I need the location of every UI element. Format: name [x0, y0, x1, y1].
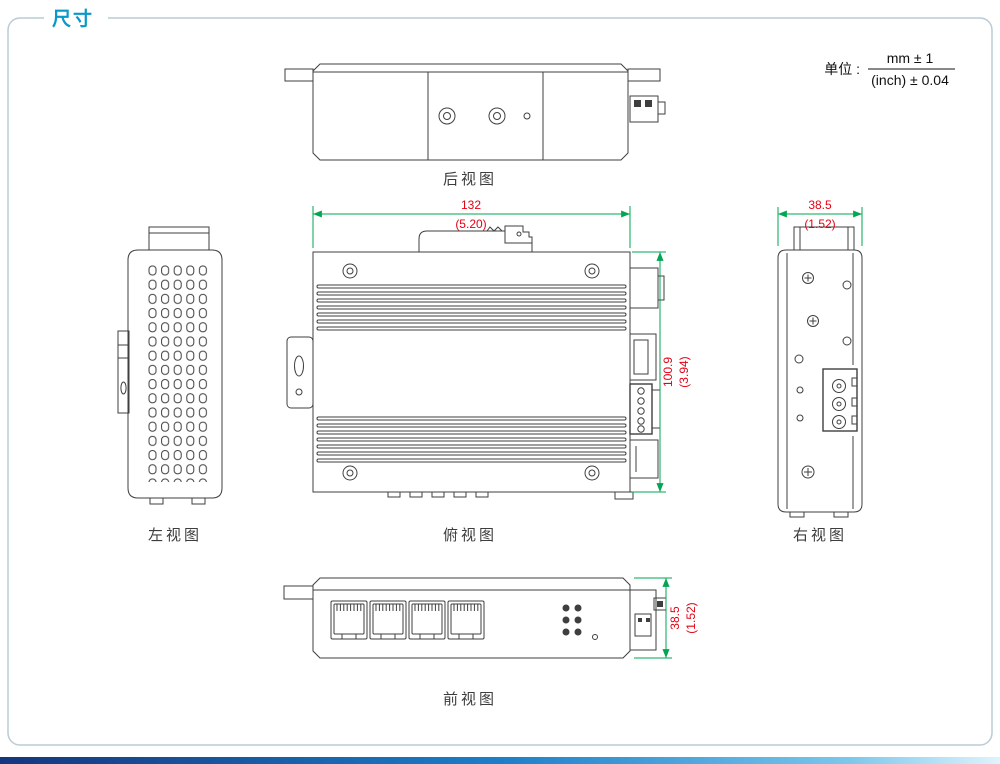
rear-left-tab — [284, 68, 314, 82]
page-title: 尺寸 — [52, 7, 94, 30]
front-view-label: 前视图 — [443, 691, 497, 708]
front-right-connector — [629, 589, 667, 651]
right-foot — [789, 511, 805, 518]
corner-screws — [342, 263, 600, 481]
rear-right-tab — [627, 68, 661, 82]
left-foot — [191, 497, 206, 505]
rear-power-connector — [629, 95, 666, 123]
terminal-block — [822, 368, 858, 432]
rightview-width-inch: (1.52) — [804, 217, 835, 231]
rear-screw-holes — [438, 107, 531, 125]
top-view-label: 俯视图 — [443, 527, 497, 544]
units-note: 单位 : mm ± 1 (inch) ± 0.04 — [824, 50, 955, 88]
front-left-tab — [283, 585, 314, 600]
rj45-ports — [330, 600, 485, 640]
rib-lines-bottom — [316, 416, 627, 463]
right-foot — [833, 511, 849, 518]
left-view-label: 左视图 — [148, 527, 202, 544]
terminal-block-side — [629, 383, 661, 435]
rib-lines-top — [316, 284, 627, 331]
left-top-cap — [148, 226, 210, 251]
rj45-port — [447, 600, 485, 640]
frontview-height-inch: (1.52) — [684, 602, 698, 633]
rj45-port — [369, 600, 407, 640]
front-view-drawing — [283, 577, 667, 659]
right-view-label: 右视图 — [793, 527, 847, 544]
rear-body — [312, 63, 629, 161]
right-view-drawing — [777, 226, 863, 518]
footer-bar — [0, 757, 1000, 764]
rj45-port — [330, 600, 368, 640]
right-screws — [794, 272, 852, 479]
vent-grid — [147, 264, 210, 482]
title-backing — [44, 6, 108, 28]
left-foot — [149, 497, 164, 505]
left-view-drawing — [117, 226, 223, 505]
front-body — [312, 577, 631, 659]
topview-height-mm: 100.9 — [661, 357, 675, 387]
right-body — [777, 249, 863, 513]
top-view-drawing — [286, 225, 665, 500]
topview-height-dimension: 100.9 (3.94) — [632, 251, 691, 493]
rightview-width-dimension: 38.5 (1.52) — [777, 198, 863, 246]
din-rail-clip — [418, 225, 533, 252]
content-frame — [7, 17, 993, 746]
units-numerator: mm ± 1 — [887, 50, 934, 66]
rear-view-drawing — [284, 63, 666, 161]
led-grid — [562, 604, 598, 640]
left-din-bracket — [117, 330, 130, 414]
rightview-width-mm: 38.5 — [808, 198, 832, 212]
rear-view-label: 后视图 — [443, 171, 497, 188]
top-mounting-tab — [286, 336, 314, 409]
frontview-height-dimension: 38.5 (1.52) — [634, 577, 698, 659]
left-body — [127, 249, 223, 499]
rj45-port — [408, 600, 446, 640]
units-denominator: (inch) ± 0.04 — [871, 72, 949, 88]
topview-width-mm: 132 — [461, 198, 481, 212]
frontview-height-mm: 38.5 — [668, 606, 682, 630]
top-side-connectors — [629, 267, 665, 479]
units-label: 单位 : — [824, 61, 860, 77]
bottom-bumps — [387, 491, 634, 500]
topview-height-inch: (3.94) — [677, 356, 691, 387]
topview-width-inch: (5.20) — [455, 217, 486, 231]
topview-width-dimension: 132 (5.20) — [312, 198, 631, 248]
